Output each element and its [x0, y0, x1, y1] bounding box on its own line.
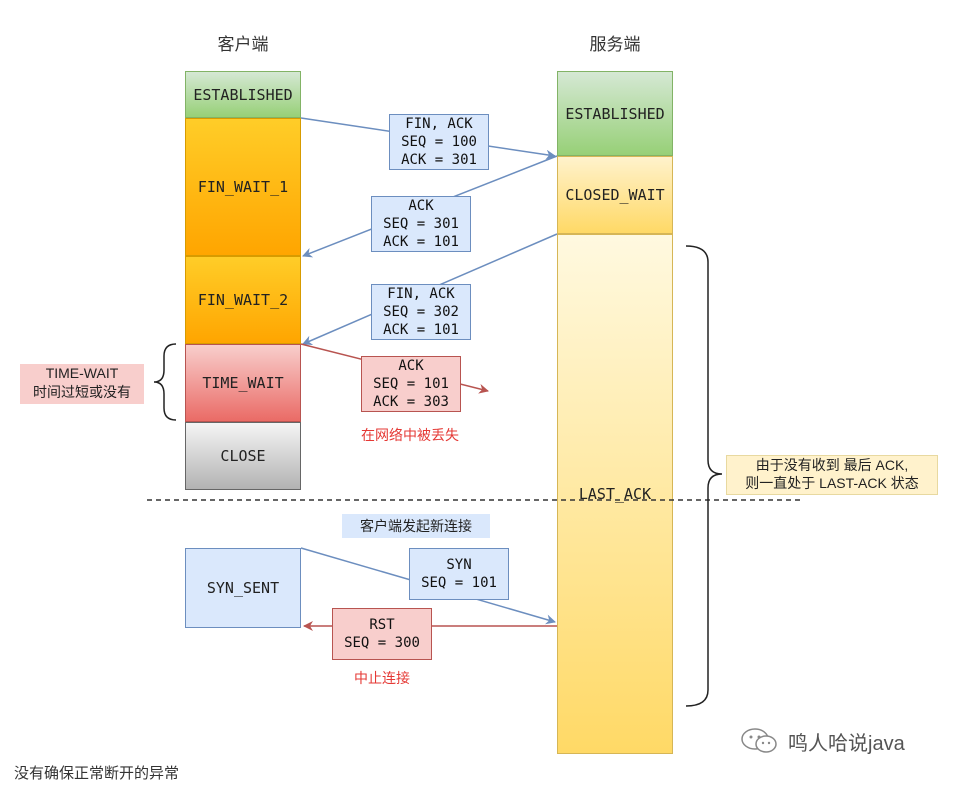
packet-line: RST	[369, 617, 395, 633]
packet-line: SEQ = 101	[373, 376, 449, 392]
client-title: 客户端	[217, 35, 269, 55]
client-state-syn-sent: SYN_SENT	[185, 548, 301, 628]
new-connection-label: 客户端发起新连接	[342, 514, 490, 538]
packet-syn: SYN SEQ = 101	[409, 548, 509, 600]
client-state-close: CLOSE	[185, 422, 301, 490]
note-line: 时间过短或没有	[33, 384, 131, 400]
packet-line: SEQ = 101	[421, 575, 497, 591]
figure-caption: 没有确保正常断开的异常	[14, 765, 180, 782]
packet-ack1: ACK SEQ = 301 ACK = 101	[371, 196, 471, 252]
lost-label: 在网络中被丢失	[361, 427, 459, 443]
last-ack-bracket	[685, 245, 723, 707]
watermark: 鸣人哈说java	[740, 726, 905, 756]
server-state-established: ESTABLISHED	[557, 71, 673, 156]
packet-line: ACK = 301	[401, 152, 477, 168]
watermark-text: 鸣人哈说java	[788, 732, 905, 755]
packet-line: ACK	[398, 358, 424, 374]
packet-fin2: FIN, ACK SEQ = 302 ACK = 101	[371, 284, 471, 340]
packet-line: FIN, ACK	[387, 286, 455, 302]
packet-line: ACK = 101	[383, 322, 459, 338]
packet-ack-lost: ACK SEQ = 101 ACK = 303	[361, 356, 461, 412]
server-state-last-ack: LAST_ACK	[557, 234, 673, 754]
abort-label: 中止连接	[354, 670, 410, 686]
packet-line: SEQ = 100	[401, 134, 477, 150]
time-wait-bracket	[153, 343, 177, 421]
packet-line: SEQ = 301	[383, 216, 459, 232]
packet-line: ACK	[408, 198, 434, 214]
packet-line: SEQ = 300	[344, 635, 420, 651]
wechat-icon	[741, 728, 777, 753]
packet-rst: RST SEQ = 300	[332, 608, 432, 660]
packet-line: FIN, ACK	[405, 116, 473, 132]
packet-line: SYN	[446, 557, 472, 573]
server-title: 服务端	[589, 35, 641, 55]
client-state-fin-wait-1: FIN_WAIT_1	[185, 118, 301, 256]
last-ack-note: 由于没有收到 最后 ACK, 则一直处于 LAST-ACK 状态	[726, 455, 938, 495]
packet-line: ACK = 101	[383, 234, 459, 250]
time-wait-note: TIME-WAIT 时间过短或没有	[20, 364, 144, 404]
packet-line: ACK = 303	[373, 394, 449, 410]
note-line: TIME-WAIT	[45, 365, 119, 381]
packet-line: SEQ = 302	[383, 304, 459, 320]
note-line: 则一直处于 LAST-ACK 状态	[745, 475, 919, 491]
server-state-closed-wait: CLOSED_WAIT	[557, 156, 673, 234]
client-state-fin-wait-2: FIN_WAIT_2	[185, 256, 301, 344]
note-line: 由于没有收到 最后 ACK,	[755, 457, 909, 473]
client-state-time-wait: TIME_WAIT	[185, 344, 301, 422]
client-state-established: ESTABLISHED	[185, 71, 301, 118]
packet-fin1: FIN, ACK SEQ = 100 ACK = 301	[389, 114, 489, 170]
